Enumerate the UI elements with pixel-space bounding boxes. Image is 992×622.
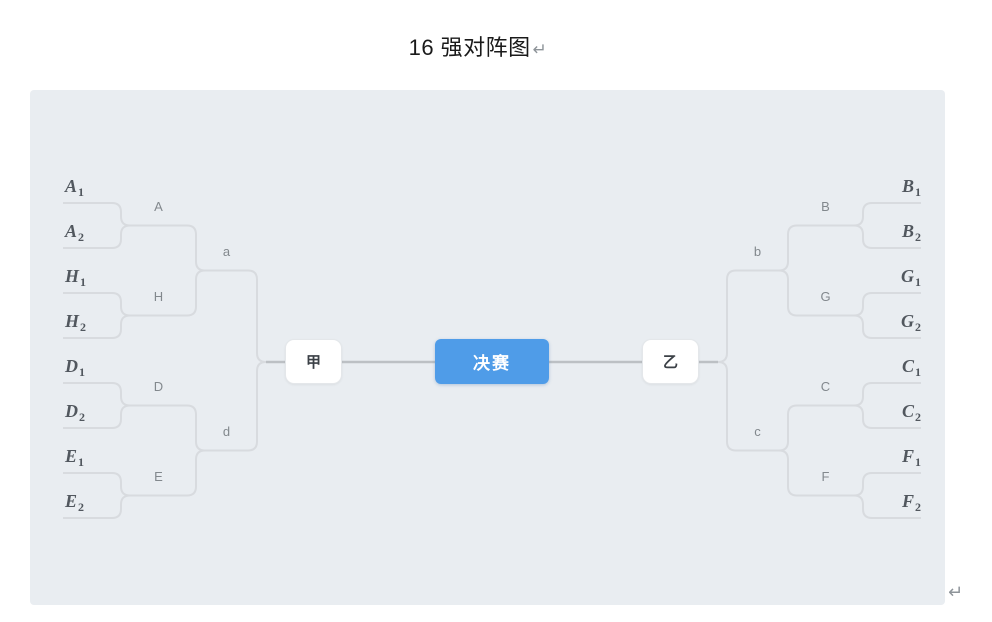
connector-line [63,472,131,497]
team-label-subscript: 1 [80,275,87,289]
team-label-subscript: 1 [915,365,921,379]
connector-line [130,404,206,452]
round2-label: B [821,198,830,214]
team-label-subscript: 2 [915,320,921,334]
team-label-subscript: 1 [79,365,85,379]
page-title-row: 16 强对阵图↵ [0,33,974,65]
round2-label: G [820,288,831,304]
team-label-base: C [901,401,914,421]
team-label-base: A [65,176,78,196]
connector-line [63,382,131,407]
connector-line [130,269,206,317]
team-label: E2 [65,489,85,514]
connector-line [63,202,131,227]
team-label-base: H [65,311,80,331]
team-label-subscript: 2 [915,230,921,244]
team-label-base: B [901,176,914,196]
team-label-subscript: 1 [78,455,85,469]
team-label: H1 [65,264,87,289]
round2-label: A [154,198,163,214]
round2-label: C [820,378,831,394]
round2-label: D [153,378,164,394]
team-label-subscript: 1 [915,185,921,199]
round2-label: H [153,288,164,304]
round3-label: d [222,423,231,439]
team-label-base: F [901,491,914,511]
connector-line [205,361,267,452]
page-title: 16 强对阵图 [408,35,531,60]
team-label-subscript: 2 [78,500,85,514]
connector-line [778,269,854,317]
connector-line [778,449,854,497]
team-label: E1 [65,444,85,469]
team-label-base: B [901,221,914,241]
round2-label: F [821,468,830,484]
team-label: F2 [901,489,921,514]
connector-line [717,361,779,452]
round3-label: b [753,243,762,259]
team-label: F1 [901,444,921,469]
semifinal-node-right: 乙 [642,339,699,384]
connector-line [205,269,267,363]
connector-line [853,224,921,249]
trailing-paragraph-return-icon: ↵ [948,582,964,603]
round3-label: a [222,243,231,259]
connector-line [853,202,921,227]
team-label: D2 [65,399,85,424]
team-label: D1 [65,354,85,379]
team-label-subscript: 1 [915,455,921,469]
team-label-subscript: 2 [78,230,85,244]
team-label-base: A [65,221,78,241]
team-label: A1 [65,174,85,199]
connector-line [63,292,131,317]
connector-line [853,472,921,497]
team-label-base: E [65,491,78,511]
connector-line [853,292,921,317]
team-label-base: H [65,266,80,286]
team-label: A2 [65,219,85,244]
team-label-subscript: 2 [79,410,85,424]
bracket-connector-lines [63,202,921,519]
team-label: C2 [901,399,921,424]
team-label-subscript: 2 [80,320,87,334]
team-label-base: F [901,446,914,466]
connector-line [717,269,779,363]
team-label: G2 [901,309,921,334]
connector-line [63,404,131,429]
connector-line [63,224,131,249]
team-label-subscript: 2 [915,500,921,514]
round2-label: E [154,468,163,484]
team-label-subscript: 1 [78,185,85,199]
team-label: B1 [901,174,921,199]
team-label-base: D [65,356,78,376]
paragraph-return-icon: ↵ [532,40,548,60]
team-label: B2 [901,219,921,244]
team-label-base: C [901,356,914,376]
team-label-base: G [901,311,914,331]
connector-line [853,314,921,339]
connector-line [130,224,206,272]
team-label: C1 [901,354,921,379]
team-label-subscript: 1 [915,275,921,289]
team-label-subscript: 2 [915,410,921,424]
final-node: 决赛 [435,339,549,384]
connector-line [778,224,854,272]
connector-line [63,314,131,339]
connector-line [63,494,131,519]
connector-line [853,404,921,429]
connector-line [130,449,206,497]
semifinal-node-left: 甲 [285,339,342,384]
team-label-base: D [65,401,78,421]
team-label: H2 [65,309,87,334]
team-label-base: G [901,266,914,286]
connector-line [853,494,921,519]
connector-line [853,382,921,407]
round3-label: c [754,423,761,439]
team-label: G1 [901,264,921,289]
connector-line [778,404,854,452]
team-label-base: E [65,446,78,466]
